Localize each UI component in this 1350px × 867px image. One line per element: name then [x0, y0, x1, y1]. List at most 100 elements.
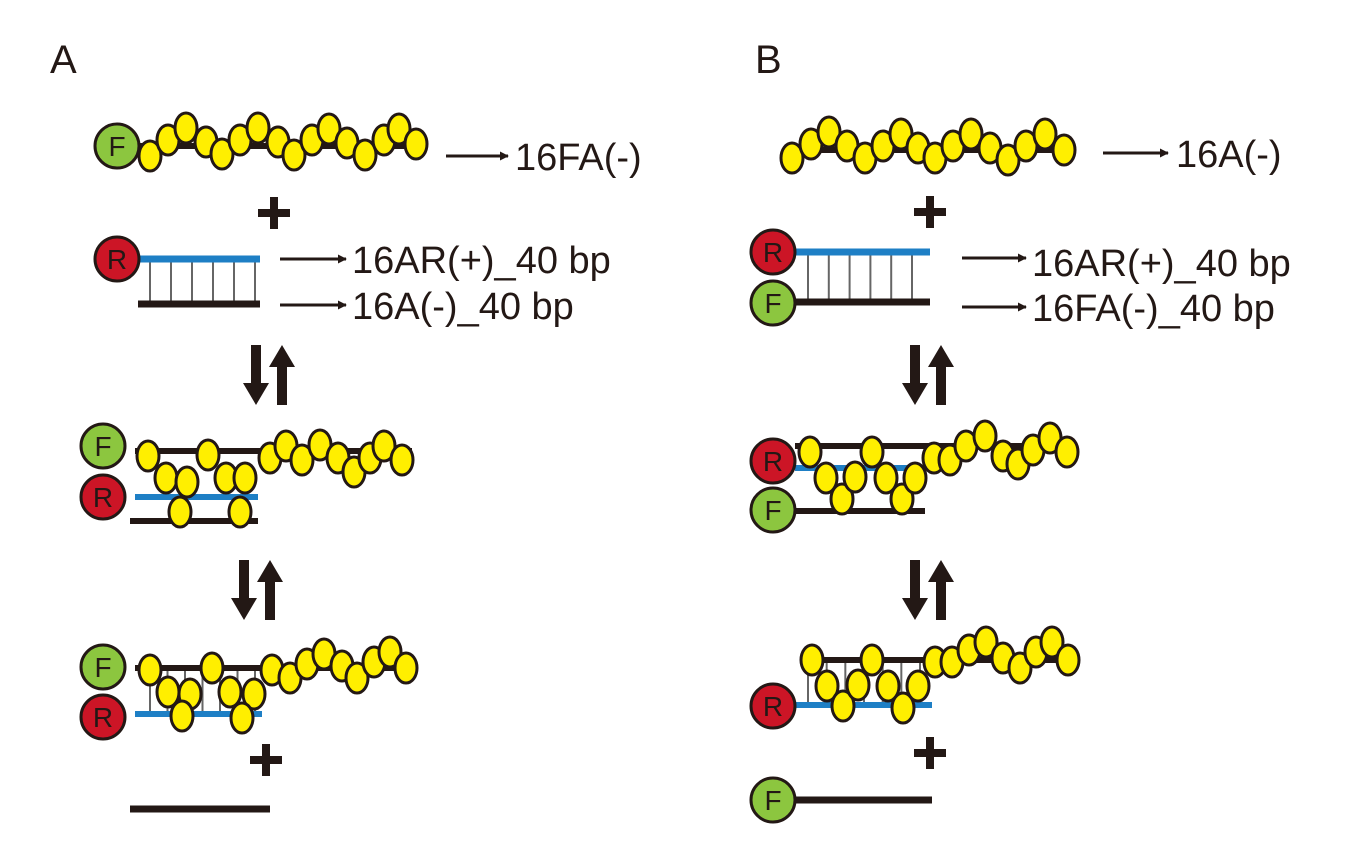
panel-b-final-complex: R: [749, 625, 1081, 730]
protein-cluster: [779, 115, 1077, 177]
protein-bead: [859, 643, 885, 677]
protein-bead: [281, 138, 307, 172]
protein-bead: [289, 443, 315, 477]
protein-bead: [137, 139, 163, 173]
protein-bead: [890, 691, 916, 725]
fluorophore-circle: [749, 776, 797, 824]
plus-sign: [258, 197, 290, 229]
fluorophore-label: F: [764, 288, 781, 319]
protein-bead: [813, 461, 839, 495]
panel-a-coated-strand: F: [93, 111, 429, 173]
protein-bead: [814, 669, 840, 703]
plus-sign: [250, 744, 282, 776]
equilibrium-arrows: [243, 345, 295, 405]
quencher-r: R: [749, 437, 797, 485]
protein-bead: [352, 138, 378, 172]
base-pair-rungs: [149, 259, 256, 302]
panel-b: B 16A(-) R F 16AR(+)_40 bp 16FA(-)_40 bp: [749, 38, 1291, 824]
protein-bead: [403, 127, 429, 161]
protein-bead: [135, 439, 161, 473]
protein-bead: [169, 699, 195, 733]
plus-bar: [926, 737, 934, 769]
label-16ar-plus-40bp: 16AR(+)_40 bp: [352, 240, 611, 282]
protein-bead: [137, 653, 163, 687]
protein-cluster: [135, 428, 415, 529]
down-arrow: [231, 560, 257, 620]
down-arrow: [902, 345, 928, 405]
quencher-label: R: [763, 446, 783, 477]
protein-bead: [167, 495, 193, 529]
protein-bead: [1055, 643, 1081, 677]
fluorophore-circle: [749, 486, 797, 534]
label-16a-minus: 16A(-): [1176, 134, 1282, 176]
protein-bead: [830, 689, 856, 723]
panel-a-letter: A: [50, 38, 77, 82]
protein-bead: [875, 669, 901, 703]
protein-bead: [797, 435, 823, 469]
panel-b-intermediate-complex: R F: [749, 419, 1080, 534]
protein-bead: [174, 465, 200, 499]
protein-bead: [389, 443, 415, 477]
plus-bar: [926, 196, 934, 228]
quencher-label: R: [763, 237, 783, 268]
panel-a: A F 16FA(-) R 16AR(+)_40 bp 16A(-)_40 bp: [50, 38, 642, 813]
fluorophore-f: F: [79, 422, 127, 470]
protein-bead: [845, 668, 871, 702]
protein-bead: [209, 137, 235, 171]
down-arrow: [243, 345, 269, 405]
quencher-label: R: [107, 244, 127, 275]
protein-bead: [217, 675, 243, 709]
fluorophore-f: F: [749, 279, 797, 327]
protein-bead: [842, 460, 868, 494]
label-16ar-plus-40bp: 16AR(+)_40 bp: [1032, 243, 1291, 285]
protein-bead: [344, 661, 370, 695]
plus-sign: [914, 196, 946, 228]
fluorophore-f: F: [93, 122, 141, 170]
equilibrium-arrows: [231, 560, 283, 620]
base-pair-rungs: [807, 252, 913, 300]
protein-bead: [829, 482, 855, 516]
protein-bead: [1051, 133, 1077, 167]
equilibrium-arrows: [902, 560, 954, 620]
quencher-circle: [749, 437, 797, 485]
protein-cluster: [137, 111, 429, 173]
label-16fa-minus-40bp: 16FA(-)_40 bp: [1032, 288, 1275, 330]
label-16a-minus-40bp: 16A(-)_40 bp: [352, 286, 574, 328]
protein-cluster: [797, 419, 1080, 516]
protein-bead: [371, 429, 397, 463]
quencher-circle: [93, 235, 141, 283]
protein-bead: [173, 111, 199, 145]
protein-bead: [1039, 625, 1065, 659]
protein-bead: [889, 482, 915, 516]
protein-bead: [1054, 435, 1080, 469]
protein-bead: [799, 643, 825, 677]
up-arrow: [928, 345, 954, 405]
protein-bead: [227, 495, 253, 529]
fluorophore-label: F: [94, 431, 111, 462]
up-arrow: [269, 345, 295, 405]
protein-cluster: [137, 635, 419, 735]
fluorophore-label: F: [764, 785, 781, 816]
fluorophore-f: F: [749, 776, 797, 824]
quencher-label: R: [93, 482, 113, 513]
protein-bead: [873, 461, 899, 495]
quencher-r: R: [79, 473, 127, 521]
protein-bead: [905, 669, 931, 703]
fluorophore-circle: [749, 279, 797, 327]
quencher-circle: [749, 682, 797, 730]
protein-bead: [316, 112, 342, 146]
protein-cluster: [799, 625, 1081, 725]
fluorophore-circle: [79, 643, 127, 691]
protein-bead: [386, 112, 412, 146]
panel-a-final-complex: F R: [79, 635, 419, 741]
quencher-label: R: [93, 702, 113, 733]
protein-bead: [153, 461, 179, 495]
plus-bar: [262, 744, 270, 776]
quencher-circle: [749, 228, 797, 276]
label-16fa-minus: 16FA(-): [515, 137, 642, 179]
fluorophore-circle: [93, 122, 141, 170]
fluorophore-label: F: [94, 652, 111, 683]
equilibrium-arrows: [902, 345, 954, 405]
protein-bead: [779, 141, 805, 175]
